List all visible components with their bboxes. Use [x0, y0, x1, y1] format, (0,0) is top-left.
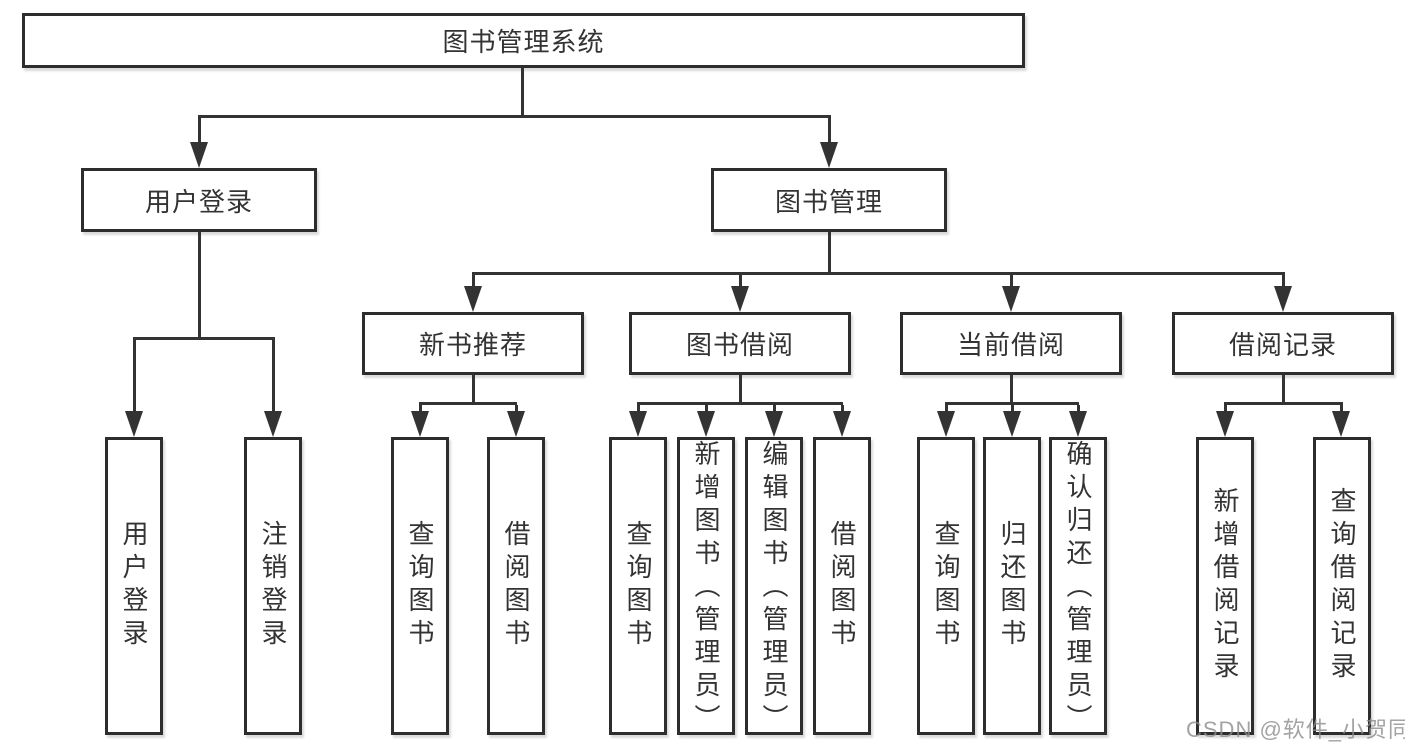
connector-vline — [1010, 275, 1013, 289]
node-book-borrowing: 图书借阅 — [629, 312, 851, 375]
arrow-down-icon — [1002, 286, 1020, 312]
node-label: 图书管理 — [774, 186, 883, 217]
connector-vline — [515, 405, 518, 413]
leaf-label: 借阅图书 — [501, 520, 531, 652]
connector-vline — [828, 232, 831, 275]
connector-vline — [739, 375, 742, 404]
node-label: 用户登录 — [144, 186, 253, 217]
arrow-down-icon — [765, 411, 783, 437]
arrow-down-icon — [833, 411, 851, 437]
arrow-down-icon — [820, 142, 838, 168]
connector-hline — [198, 115, 831, 118]
leaf-label: 借阅图书 — [827, 520, 857, 652]
arrow-down-icon — [1069, 411, 1087, 437]
leaf-label: 编辑图书（管理员） — [759, 440, 789, 737]
connector-vline — [828, 118, 831, 146]
arrow-down-icon — [697, 411, 715, 437]
node-current-borrowing: 当前借阅 — [900, 312, 1122, 375]
connector-vline — [1282, 375, 1285, 404]
connector-vline — [1011, 405, 1014, 413]
leaf-label: 查询借阅记录 — [1327, 487, 1357, 685]
connector-vline — [198, 118, 201, 146]
node-label: 借阅记录 — [1228, 330, 1337, 360]
arrow-down-icon — [731, 286, 749, 312]
connector-hline — [133, 337, 275, 340]
node-new-book-recommend: 新书推荐 — [362, 312, 584, 375]
leaf-label: 新增图书（管理员） — [691, 440, 721, 737]
leaf-recommend-query-books: 查询图书 — [391, 437, 449, 735]
connector-vline — [272, 340, 275, 412]
leaf-borrowing-add-books-admin: 新增图书（管理员） — [677, 437, 735, 737]
connector-vline — [521, 68, 524, 118]
node-library-system: 图书管理系统 — [22, 13, 1025, 68]
leaf-label: 查询图书 — [623, 520, 653, 652]
arrow-down-icon — [629, 411, 647, 437]
leaf-recommend-borrow-books: 借阅图书 — [487, 437, 545, 735]
leaf-label: 新增借阅记录 — [1210, 487, 1240, 685]
connector-hline — [472, 272, 1285, 275]
connector-vline — [472, 275, 475, 289]
leaf-records-query-borrow-record: 查询借阅记录 — [1313, 437, 1371, 735]
leaf-logout: 注销登录 — [244, 437, 302, 735]
arrow-down-icon — [507, 411, 525, 437]
connector-vline — [1282, 275, 1285, 289]
node-label: 图书管理系统 — [442, 27, 605, 57]
leaf-label: 查询图书 — [405, 520, 435, 652]
connector-vline — [1224, 405, 1227, 413]
node-label: 当前借阅 — [956, 330, 1065, 360]
node-label: 新书推荐 — [418, 330, 527, 360]
node-borrow-records: 借阅记录 — [1172, 312, 1394, 375]
arrow-down-icon — [1332, 411, 1350, 437]
leaf-label: 注销登录 — [258, 520, 288, 652]
connector-vline — [1077, 405, 1080, 413]
leaf-label: 用户登录 — [119, 520, 149, 652]
connector-hline — [637, 402, 843, 405]
arrow-down-icon — [464, 286, 482, 312]
leaf-records-add-borrow-record: 新增借阅记录 — [1196, 437, 1254, 735]
connector-hline — [945, 402, 1079, 405]
leaf-borrowing-edit-books-admin: 编辑图书（管理员） — [745, 437, 803, 737]
connector-hline — [419, 402, 517, 405]
arrow-down-icon — [1274, 286, 1292, 312]
node-label: 图书借阅 — [685, 330, 794, 360]
node-book-management: 图书管理 — [711, 168, 947, 232]
arrow-down-icon — [937, 411, 955, 437]
connector-vline — [739, 275, 742, 289]
node-user-login: 用户登录 — [81, 168, 317, 232]
connector-vline — [1010, 375, 1013, 404]
leaf-current-return-books: 归还图书 — [983, 437, 1041, 735]
leaf-borrowing-query-books: 查询图书 — [609, 437, 667, 735]
arrow-down-icon — [125, 411, 143, 437]
connector-vline — [472, 375, 475, 404]
connector-vline — [419, 405, 422, 413]
connector-vline — [1340, 405, 1343, 413]
csdn-watermark: CSDN @软件_小贺同学 — [1186, 717, 1405, 742]
leaf-current-confirm-return-admin: 确认归还（管理员） — [1049, 437, 1107, 737]
leaf-label: 查询图书 — [931, 520, 961, 652]
arrow-down-icon — [1216, 411, 1234, 437]
leaf-label: 确认归还（管理员） — [1063, 440, 1093, 737]
arrow-down-icon — [264, 411, 282, 437]
connector-vline — [133, 340, 136, 412]
arrow-down-icon — [411, 411, 429, 437]
leaf-current-query-books: 查询图书 — [917, 437, 975, 735]
connector-hline — [1224, 402, 1343, 405]
connector-vline — [945, 405, 948, 413]
connector-vline — [773, 405, 776, 413]
arrow-down-icon — [190, 142, 208, 168]
connector-vline — [198, 232, 201, 339]
arrow-down-icon — [1003, 411, 1021, 437]
leaf-borrowing-borrow-books: 借阅图书 — [813, 437, 871, 735]
connector-vline — [637, 405, 640, 413]
leaf-label: 归还图书 — [997, 520, 1027, 652]
leaf-user-login: 用户登录 — [105, 437, 163, 735]
connector-vline — [841, 405, 844, 413]
connector-vline — [705, 405, 708, 413]
